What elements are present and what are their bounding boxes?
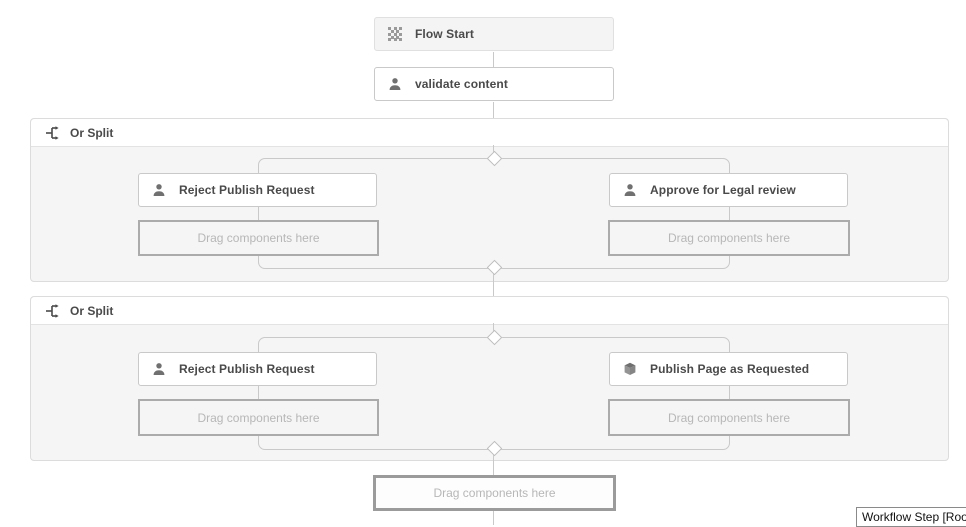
user-icon [388, 77, 402, 91]
split-icon [45, 125, 61, 141]
dropzone-label: Drag components here [433, 486, 556, 500]
workflow-step-label: Publish Page as Requested [650, 362, 810, 376]
or-split-header[interactable]: Or Split [31, 297, 948, 325]
or-split-label: Or Split [70, 303, 114, 318]
workflow-step-node[interactable]: validate content [374, 67, 614, 101]
workflow-step-node[interactable]: Publish Page as Requested [609, 352, 848, 386]
workflow-step-label: validate content [415, 77, 508, 91]
package-icon [623, 362, 637, 376]
branch-dropzone[interactable]: Drag components here [138, 220, 379, 256]
dropzone-label: Drag components here [667, 231, 791, 245]
dropzone-label: Drag components here [197, 231, 320, 245]
user-icon [152, 362, 166, 376]
dropzone-label: Drag components here [667, 410, 791, 425]
flow-start-node[interactable]: Flow Start [374, 17, 614, 51]
tooltip-text: Workflow Step [Roo [862, 510, 966, 524]
workflow-step-label: Reject Publish Request [179, 362, 315, 376]
checkerboard-icon [388, 27, 402, 41]
flow-start-label: Flow Start [415, 27, 475, 41]
connector-line [493, 52, 494, 67]
or-split-label: Or Split [70, 125, 114, 140]
workflow-step-label: Approve for Legal review [650, 183, 796, 197]
workflow-step-node[interactable]: Approve for Legal review [609, 173, 848, 207]
final-dropzone[interactable]: Drag components here [373, 475, 616, 511]
connector-line [493, 511, 494, 525]
workflow-step-node[interactable]: Reject Publish Request [138, 173, 377, 207]
workflow-step-node[interactable]: Reject Publish Request [138, 352, 377, 386]
dropzone-label: Drag components here [197, 410, 320, 425]
connector-line [493, 452, 494, 475]
workflow-step-label: Reject Publish Request [179, 183, 315, 197]
connector-line [493, 102, 494, 118]
split-icon [45, 303, 61, 319]
branch-dropzone[interactable]: Drag components here [138, 399, 379, 436]
user-icon [152, 183, 166, 197]
connector-line [493, 271, 494, 296]
or-split-header[interactable]: Or Split [31, 119, 948, 147]
branch-dropzone[interactable]: Drag components here [608, 399, 850, 436]
user-icon [623, 183, 637, 197]
branch-dropzone[interactable]: Drag components here [608, 220, 850, 256]
tooltip: Workflow Step [Roo [856, 507, 966, 527]
